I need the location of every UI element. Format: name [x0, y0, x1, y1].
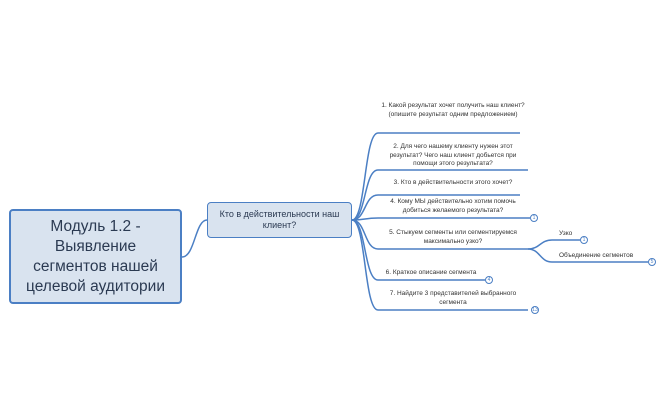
- subtopic-7[interactable]: 7. Найдите 3 представителей выбранного с…: [389, 290, 517, 306]
- segment-narrow-count-badge[interactable]: 1: [580, 236, 588, 244]
- subtopic-1[interactable]: 1. Какой результат хочет получить наш кл…: [381, 102, 525, 118]
- segment-merge[interactable]: Объединение сегментов: [559, 252, 634, 259]
- segment-narrow[interactable]: Узко: [559, 230, 573, 237]
- subtopic-7-count-badge[interactable]: 13: [531, 306, 539, 314]
- subtopic-3[interactable]: 3. Кто в действительности этого хочет?: [393, 179, 513, 186]
- subtopic-4-count-badge[interactable]: 1: [530, 214, 538, 222]
- subtopic-6[interactable]: 6. Краткое описание сегмента: [385, 269, 477, 276]
- central-topic[interactable]: Модуль 1.2 - Выявление сегментов нашей ц…: [9, 209, 182, 304]
- main-topic[interactable]: Кто в действительности наш клиент?: [207, 202, 352, 238]
- subtopic-5[interactable]: 5. Стыкуем сегменты или сегментируемся м…: [389, 229, 517, 245]
- subtopic-6-count-badge[interactable]: 4: [485, 276, 493, 284]
- subtopic-4[interactable]: 4. Кому МЫ действительно хотим помочь до…: [390, 198, 516, 214]
- segment-merge-count-badge[interactable]: 5: [648, 258, 656, 266]
- subtopic-2[interactable]: 2. Для чего нашему клиенту нужен этот ре…: [389, 143, 517, 167]
